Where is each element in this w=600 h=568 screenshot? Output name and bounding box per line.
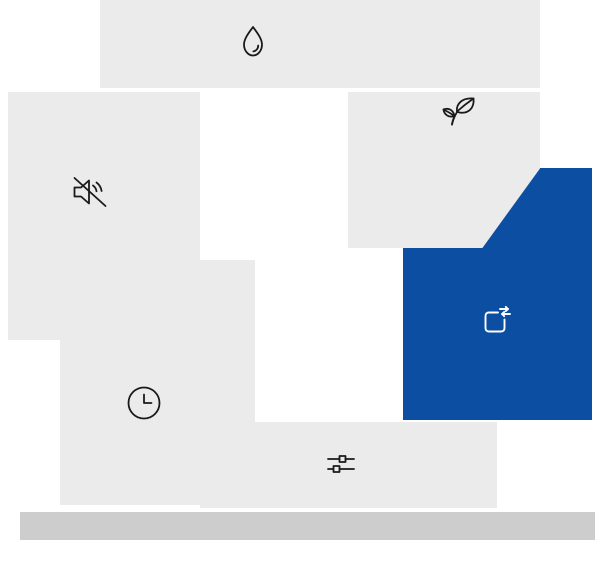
square-swap-arrows-icon xyxy=(476,303,514,341)
sliders-icon xyxy=(326,451,356,477)
water-drop-icon xyxy=(240,25,266,59)
clock-icon xyxy=(125,384,163,422)
leaves-icon xyxy=(438,95,478,129)
speaker-muted-icon xyxy=(70,174,110,210)
tile-water[interactable] xyxy=(100,0,540,88)
tile-options[interactable] xyxy=(200,422,497,508)
bottom-divider-bar xyxy=(20,512,595,540)
